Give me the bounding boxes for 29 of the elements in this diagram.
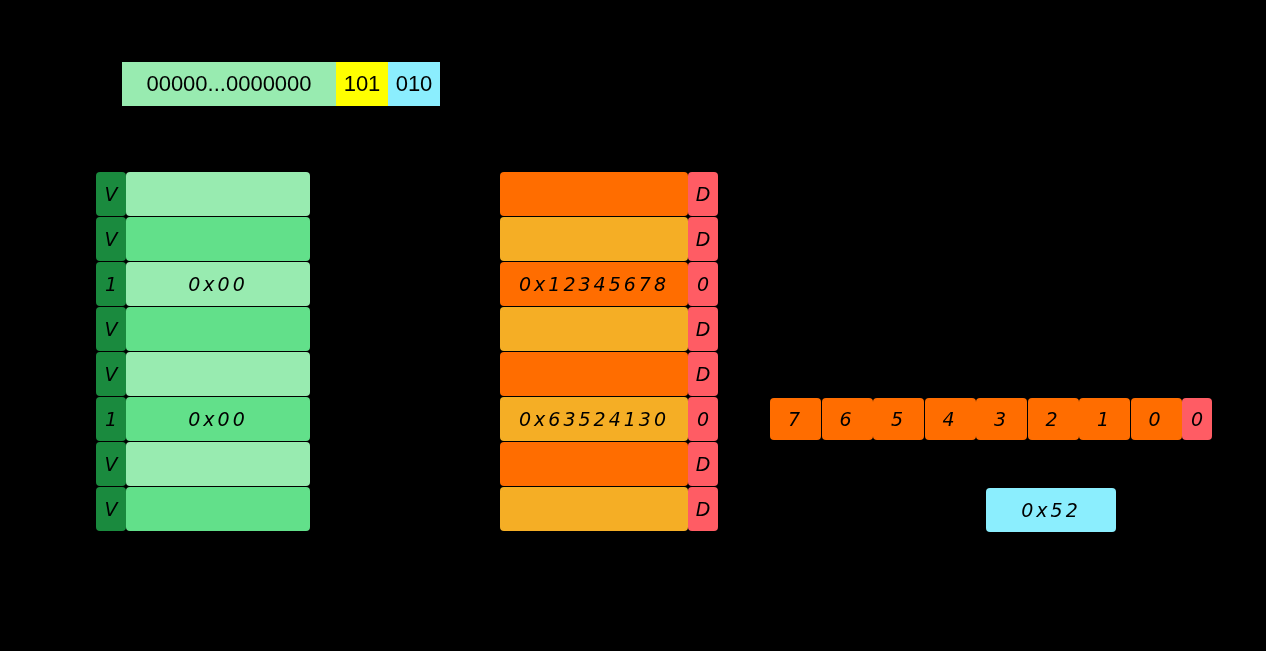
dirty-bit-cell: D [688,442,718,486]
dirty-bit-cell: 0 [688,397,718,441]
address-field: 00000...0000000 [122,62,336,106]
valid-bit-cell: V [96,217,126,261]
dirty-bit-cell: 0 [688,262,718,306]
bit-cell: 6 [821,398,873,440]
valid-bit-cell: V [96,307,126,351]
bit-cell: 4 [924,398,976,440]
bit-cell: 2 [1027,398,1079,440]
dirty-bit-cell: D [688,487,718,531]
dirty-bit-cell: D [688,172,718,216]
bit-cell: 0 [1182,398,1212,440]
valid-bit-cell: 1 [96,262,126,306]
valid-bit-cell: V [96,487,126,531]
dirty-bit-cell: D [688,352,718,396]
bit-cell: 3 [976,398,1027,440]
index-field: 101 [336,62,388,106]
dirty-bit-cell: D [688,217,718,261]
bit-cell: 1 [1079,398,1130,440]
offset-field: 010 [388,62,440,106]
dirty-bit-cell: D [688,307,718,351]
valid-bit-cell: 1 [96,397,126,441]
bit-cell: 0 [1130,398,1182,440]
valid-bit-cell: V [96,352,126,396]
value-box: 0x52 [986,488,1116,532]
bit-cell: 7 [770,398,821,440]
valid-bit-cell: V [96,172,126,216]
bit-cell: 5 [873,398,924,440]
valid-bit-cell: V [96,442,126,486]
